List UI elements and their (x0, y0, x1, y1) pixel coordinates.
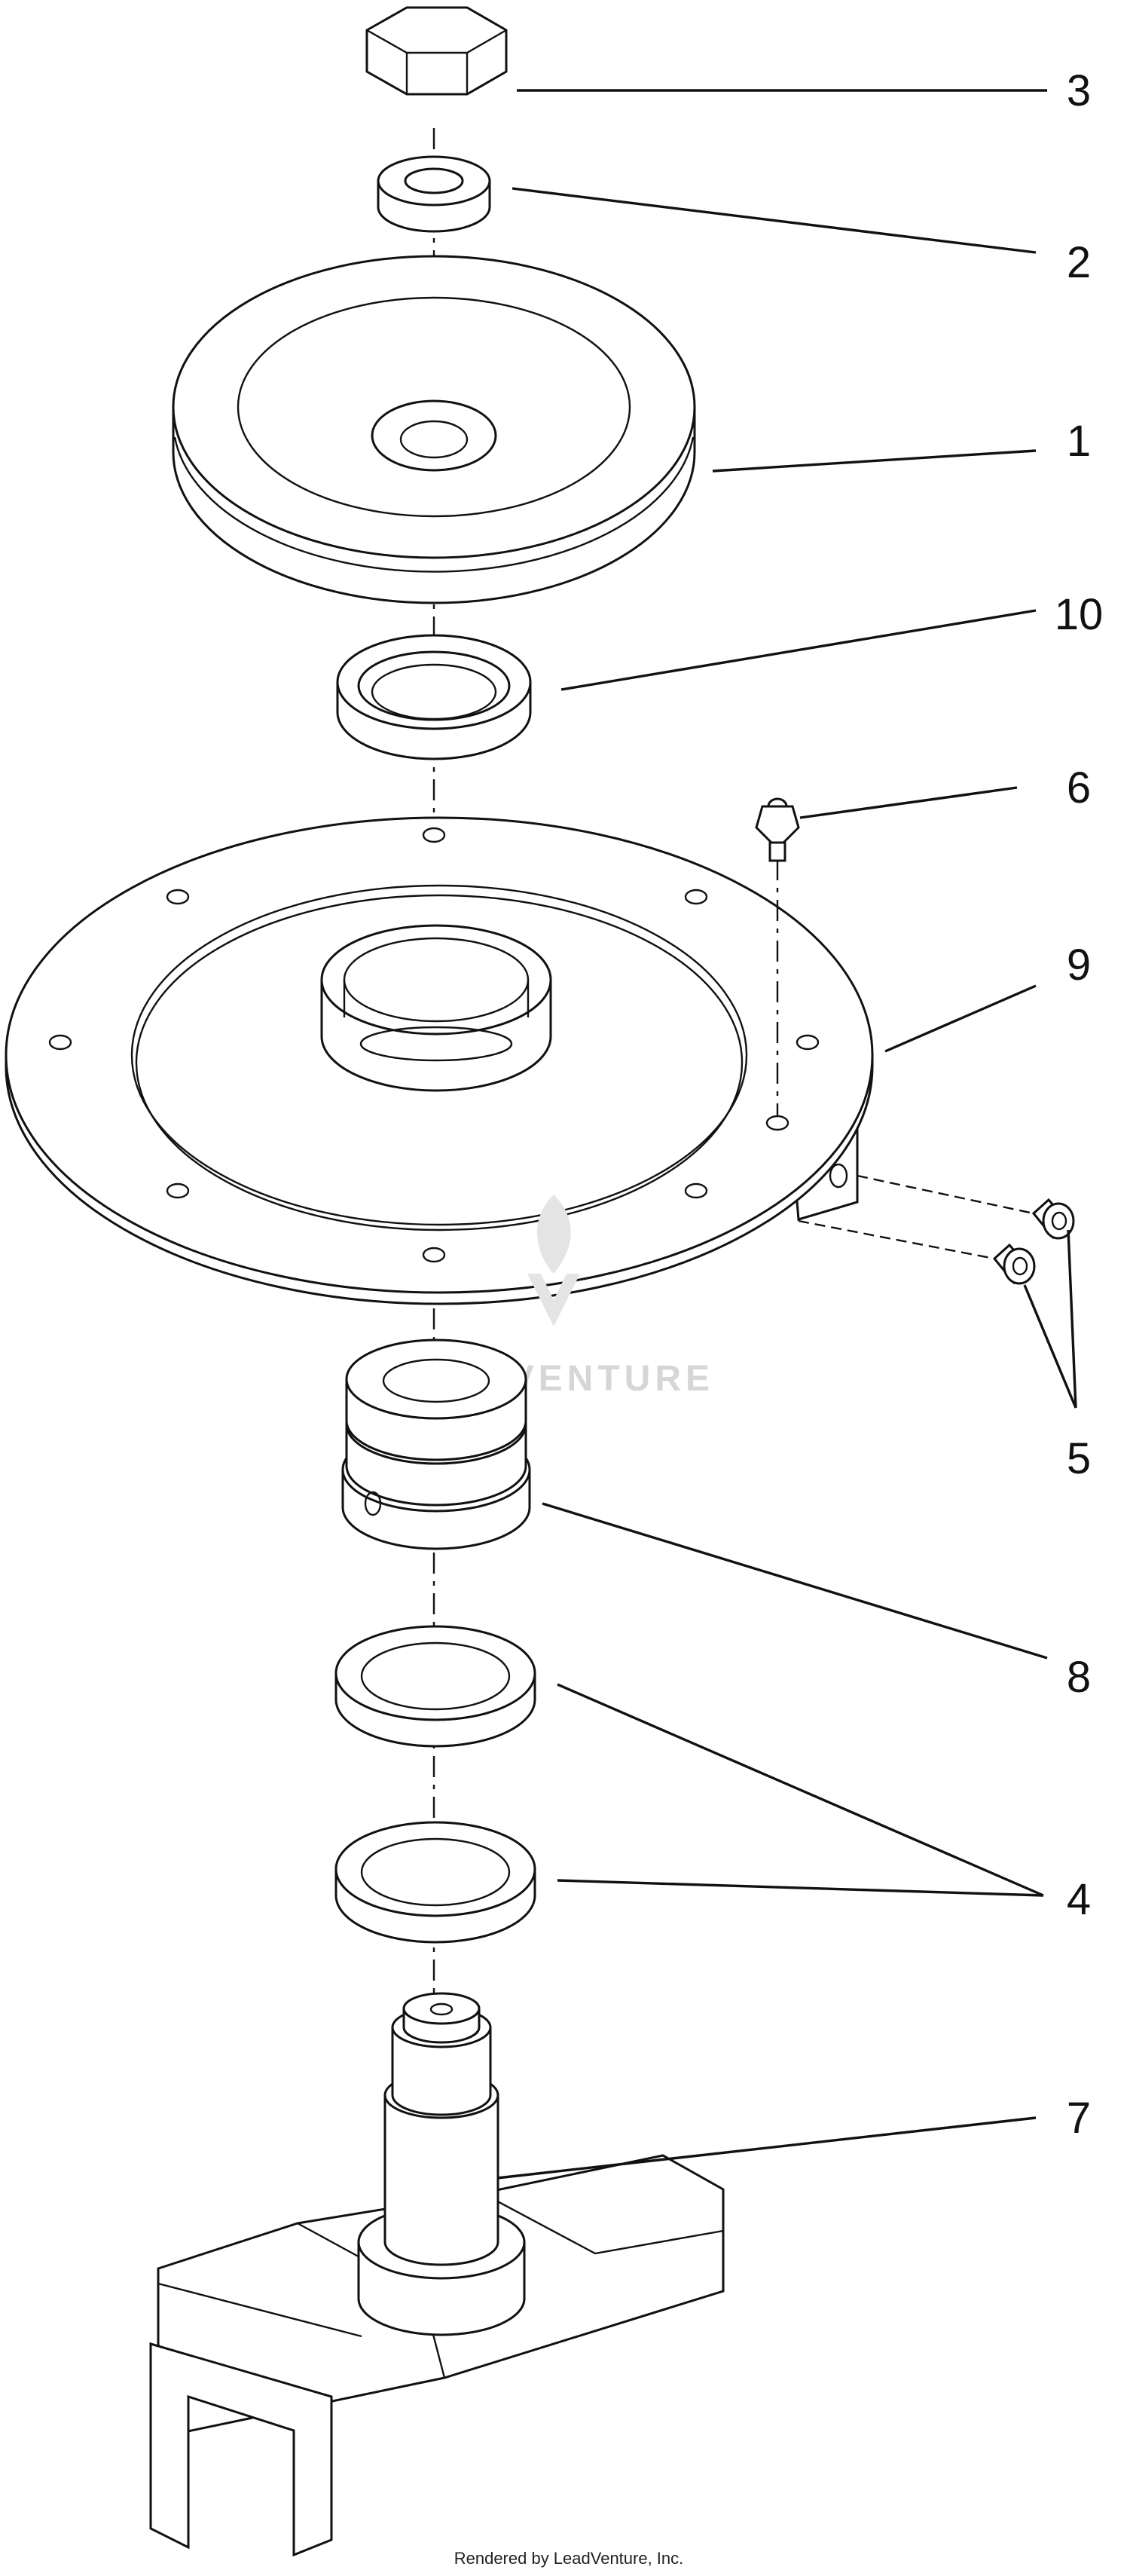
leader-7 (496, 2116, 1037, 2180)
part-1-pulley (172, 255, 696, 604)
leader-lines (496, 89, 1077, 2180)
part-8-bearing-spacer (341, 1338, 531, 1550)
leader-4b (557, 1879, 1044, 1897)
part-4-bearing-cup-upper (334, 1625, 536, 1748)
leader-2 (512, 187, 1037, 254)
leader-6 (799, 786, 1018, 819)
part-2-washer (377, 155, 491, 233)
part-10-seal (336, 634, 532, 760)
callout-3: 3 (1067, 66, 1091, 115)
callout-6: 6 (1067, 763, 1091, 812)
callout-7: 7 (1067, 2094, 1091, 2143)
callout-10: 10 (1055, 590, 1104, 639)
leader-10 (560, 609, 1037, 691)
part-5-set-screws (798, 1174, 1075, 1285)
callout-5: 5 (1067, 1434, 1091, 1483)
part-9-housing-plate (5, 816, 874, 1305)
part-6-grease-fitting (755, 797, 800, 1115)
leader-5b (1023, 1284, 1077, 1409)
callout-1: 1 (1067, 417, 1091, 466)
callout-9: 9 (1067, 941, 1091, 990)
part-4-bearing-cup-lower (334, 1821, 536, 1944)
callout-2: 2 (1067, 238, 1091, 287)
leader-1 (712, 449, 1037, 473)
leader-8 (542, 1502, 1048, 1660)
rendered-by-footer: Rendered by LeadVenture, Inc. (454, 2549, 684, 2568)
part-3-hex-nut (365, 6, 508, 96)
callout-4: 4 (1067, 1875, 1091, 1924)
part-7-spindle-shaft (149, 1992, 725, 2557)
callout-labels: 3 2 1 10 6 9 5 8 4 7 (1055, 66, 1104, 2143)
callout-8: 8 (1067, 1653, 1091, 1702)
leader-9 (884, 984, 1037, 1053)
leader-4a (557, 1683, 1044, 1897)
leader-5a (1067, 1229, 1077, 1409)
